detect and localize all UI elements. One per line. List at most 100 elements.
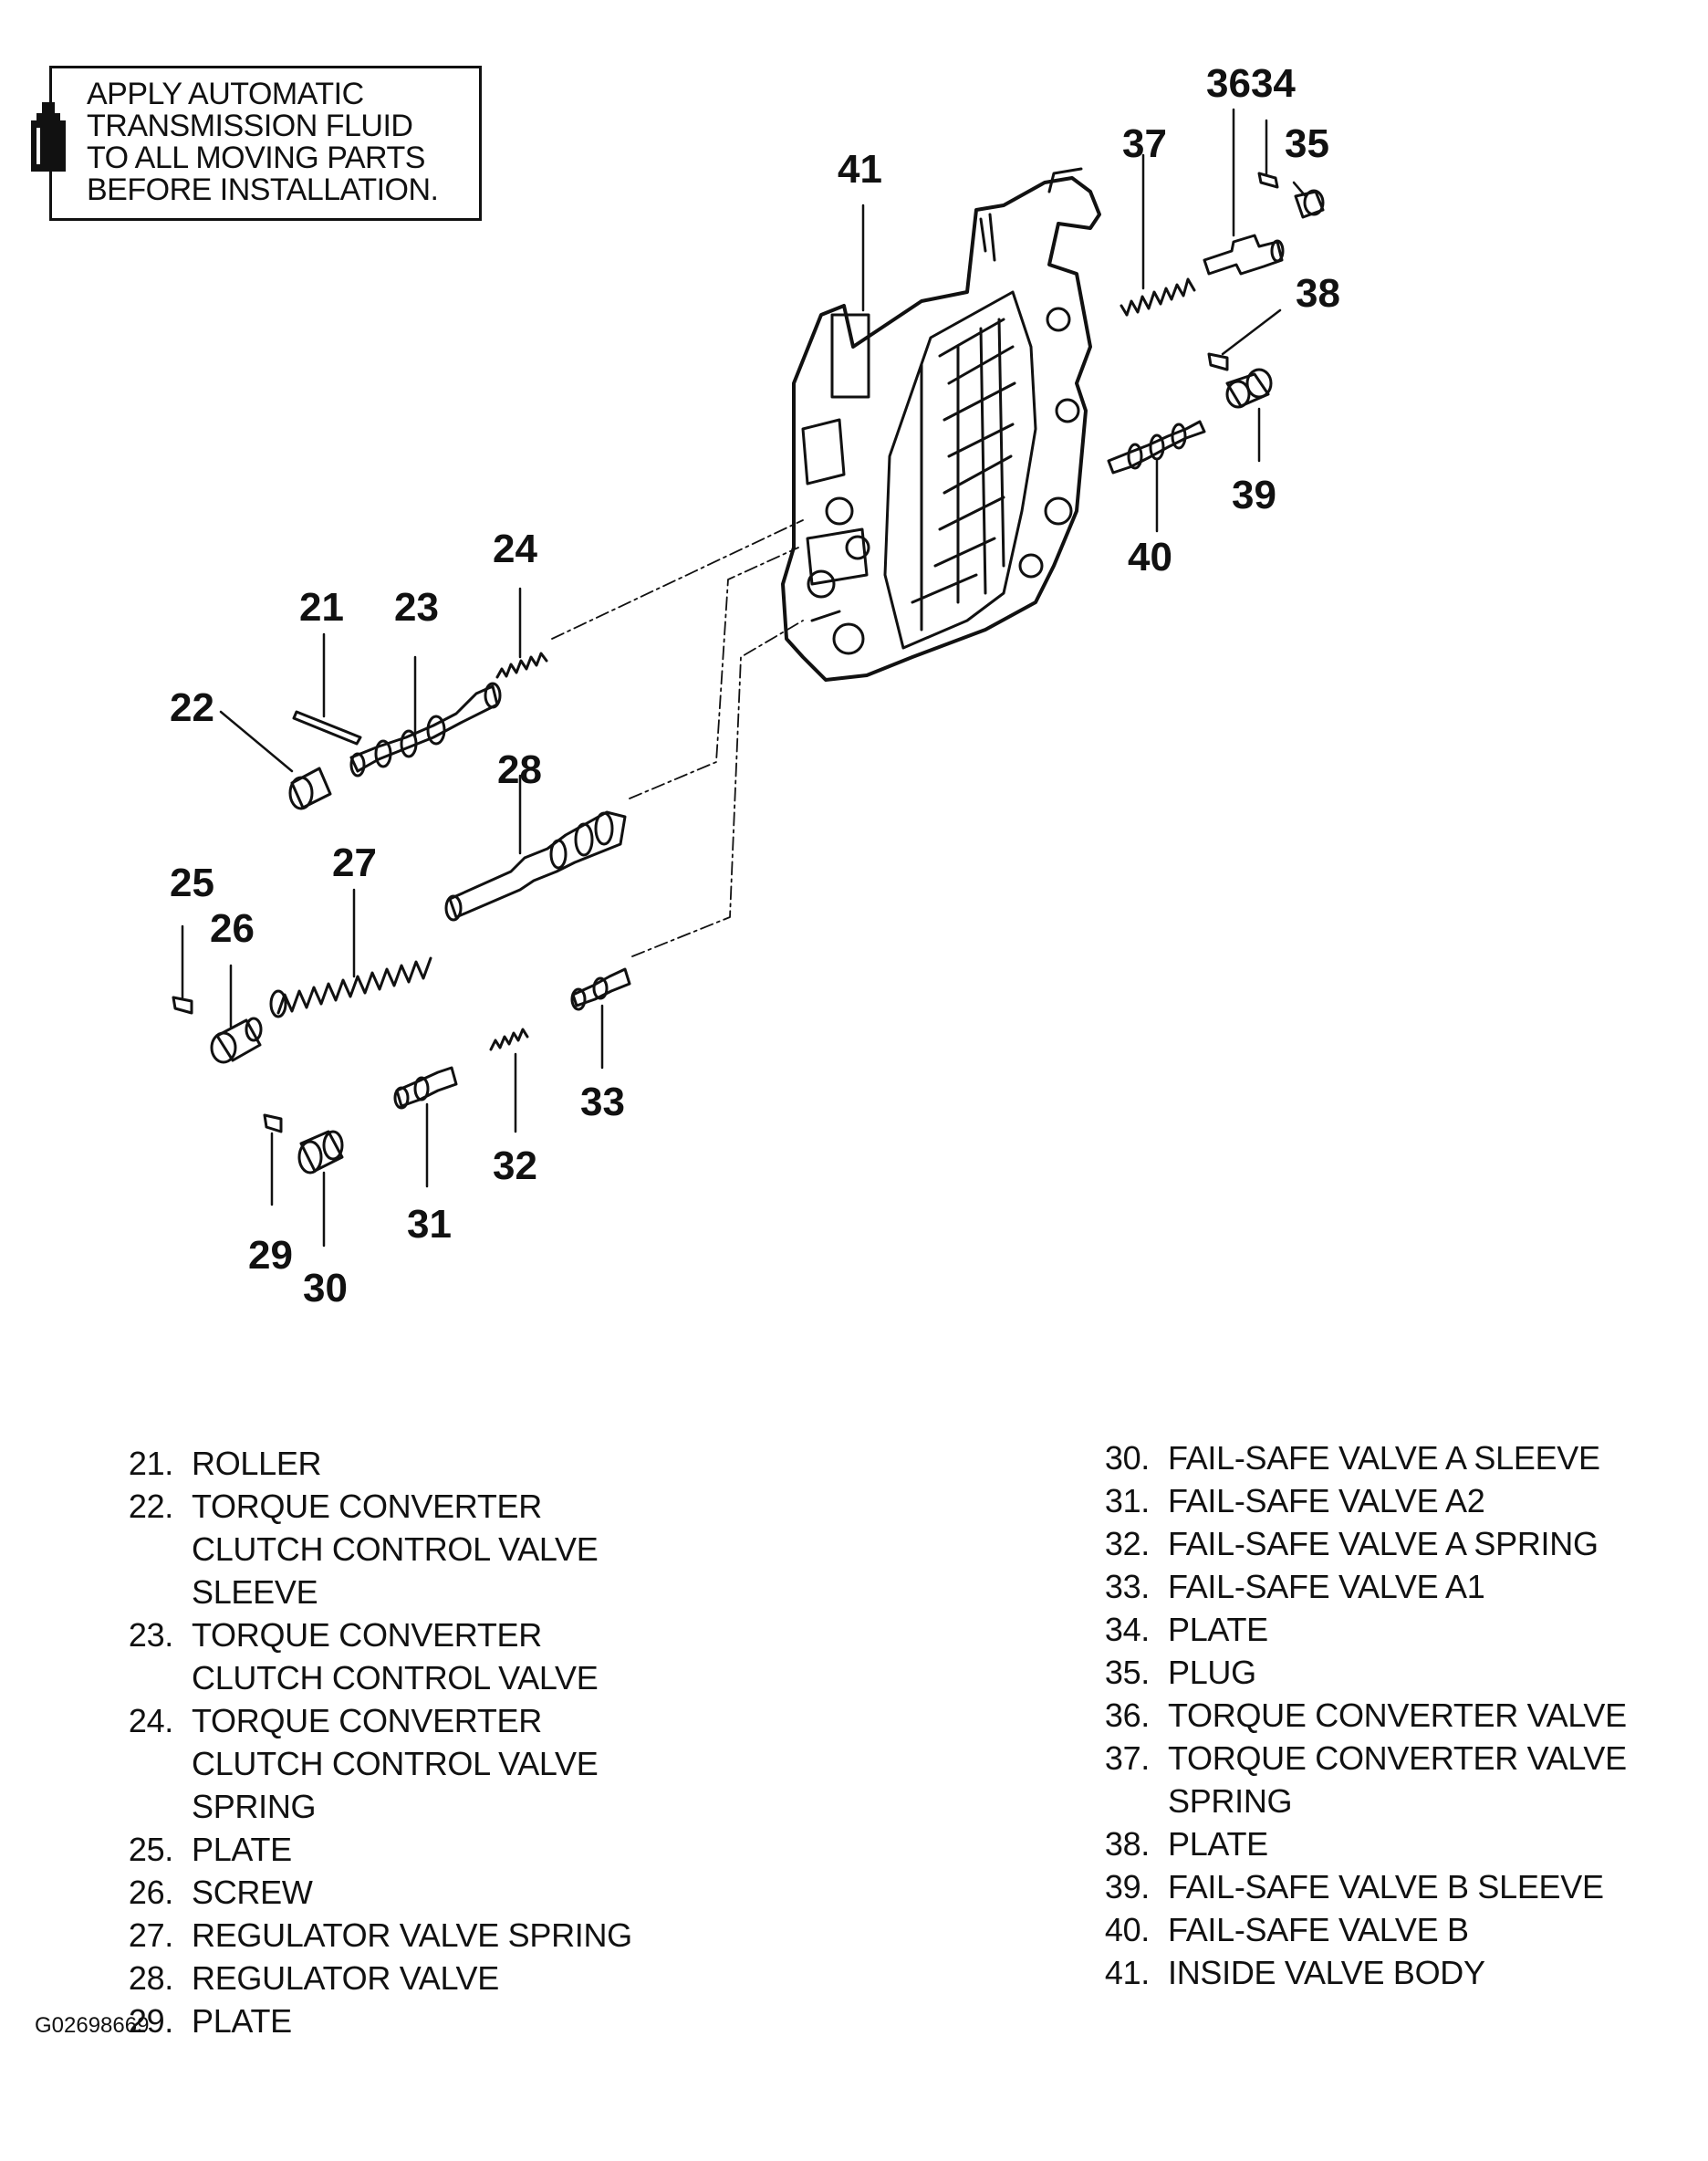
legend-number: 38. (1104, 1825, 1150, 1863)
legend-item: 30. FAIL-SAFE VALVE A SLEEVE (1077, 1436, 1697, 1479)
legend-number: 31. (1104, 1482, 1150, 1519)
callout-30: 30 (303, 1266, 348, 1310)
legend-label: REGULATOR VALVE SPRING (192, 1916, 632, 1954)
callout-3634: 3634 (1206, 61, 1296, 106)
legend-item: 24. TORQUE CONVERTER CLUTCH CONTROL VALVE S… (100, 1699, 739, 1828)
callout-29: 29 (248, 1233, 293, 1278)
torque-converter-clutch-control-valve-spring (495, 652, 548, 679)
legend-number: 26. (128, 1874, 173, 1911)
legend-item: 37. TORQUE CONVERTER VALVE SPRING (1077, 1737, 1697, 1822)
plate-29 (263, 1113, 283, 1133)
legend-item: 41.INSIDE VALVE BODY (1077, 1951, 1697, 1994)
roller (292, 710, 362, 746)
callout-24: 24 (493, 527, 537, 571)
legend-label: SPRING (192, 1788, 317, 1825)
legend-label: CLUTCH CONTROL VALVE (192, 1745, 599, 1782)
torque-converter-clutch-control-valve (349, 682, 502, 778)
callout-23: 23 (394, 585, 439, 630)
legend-item: 40. FAIL-SAFE VALVE B (1077, 1908, 1697, 1951)
legend-number: 30. (1104, 1439, 1150, 1477)
legend-label: FAIL-SAFE VALVE A SLEEVE (1168, 1439, 1600, 1477)
legend-item: 27. REGULATOR VALVE SPRING (100, 1914, 739, 1957)
callout-25: 25 (170, 861, 214, 905)
legend-number: 40. (1104, 1911, 1150, 1948)
legend-item: 36.TORQUE CONVERTER VALVE (1077, 1694, 1697, 1737)
legend-label: FAIL-SAFE VALVE A2 (1168, 1482, 1485, 1519)
plate-34 (1257, 172, 1279, 189)
legend-number: 39. (1104, 1868, 1150, 1905)
legend-number: 25. (128, 1831, 173, 1868)
legend-label: INSIDE VALVE BODY (1168, 1954, 1485, 1991)
fail-safe-valve-b-sleeve (1225, 368, 1273, 409)
legend-label: PLATE (1168, 1611, 1268, 1648)
legend-item: 28. REGULATOR VALVE (100, 1957, 739, 1999)
callout-40: 40 (1128, 535, 1172, 579)
callout-28: 28 (497, 747, 542, 792)
legend-item: 31. FAIL-SAFE VALVE A2 (1077, 1479, 1697, 1522)
fail-safe-valve-a1 (570, 967, 631, 1011)
legend-item: 34. PLATE (1077, 1608, 1697, 1651)
legend-label: CLUTCH CONTROL VALVE (192, 1659, 599, 1696)
fail-safe-valve-a-sleeve (297, 1130, 344, 1174)
legend-number: 27. (128, 1916, 173, 1954)
regulator-valve (444, 810, 627, 922)
legend-item: 29. PLATE (100, 1999, 739, 2042)
legend-number: 22. (128, 1488, 173, 1525)
callout-38: 38 (1296, 271, 1340, 316)
legend-label: TORQUE CONVERTER VALVE (1168, 1696, 1627, 1734)
legend-number: 34. (1104, 1611, 1150, 1648)
legend-label: TORQUE CONVERTER (192, 1488, 542, 1525)
legend-number: 33. (1104, 1568, 1150, 1605)
callout-37: 37 (1122, 121, 1167, 166)
legend-right: 30. FAIL-SAFE VALVE A SLEEVE 31. FAIL-SAFE … (1077, 1436, 1697, 1994)
legend-number: 35. (1104, 1654, 1150, 1691)
torque-converter-valve-spring (1120, 277, 1196, 317)
notice-text: APPLY AUTOMATIC TRANSMISSION FLUID TO AL… (87, 78, 439, 207)
notice-line: TRANSMISSION FLUID (87, 109, 413, 143)
legend-label: SCREW (192, 1874, 313, 1911)
legend-label: TORQUE CONVERTER (192, 1616, 542, 1654)
legend-item: 33.FAIL-SAFE VALVE A1 (1077, 1565, 1697, 1608)
fluid-bottle-icon (31, 102, 66, 172)
leader-lines (181, 108, 1307, 1248)
callout-35: 35 (1285, 121, 1329, 166)
legend-label: PLATE (192, 2002, 292, 2040)
legend-label: FAIL-SAFE VALVE A SPRING (1168, 1525, 1599, 1562)
callout-27: 27 (332, 840, 377, 885)
legend-label: PLUG (1168, 1654, 1256, 1691)
callout-21: 21 (299, 585, 344, 630)
callout-39: 39 (1232, 473, 1276, 517)
legend-item: 32. FAIL-SAFE VALVE A SPRING (1077, 1522, 1697, 1565)
plate-25 (172, 996, 193, 1015)
legend-label: PLATE (1168, 1825, 1268, 1863)
legend-label: SPRING (1168, 1782, 1293, 1820)
alignment-lines (551, 519, 804, 957)
legend-number: 37. (1104, 1739, 1150, 1777)
callout-33: 33 (580, 1080, 625, 1124)
legend-number: 28. (128, 1959, 173, 1997)
torque-converter-valve (1203, 234, 1285, 276)
legend-label: ROLLER (192, 1445, 322, 1482)
legend-label: FAIL-SAFE VALVE B (1168, 1911, 1469, 1948)
legend-label: TORQUE CONVERTER VALVE (1168, 1739, 1627, 1777)
legend-label: FAIL-SAFE VALVE B SLEEVE (1168, 1868, 1604, 1905)
legend-label: REGULATOR VALVE (192, 1959, 499, 1997)
legend-number: 24. (128, 1702, 173, 1739)
notice-line: BEFORE INSTALLATION. (87, 172, 439, 207)
fail-safe-valve-b (1107, 420, 1206, 475)
legend-item: 25. PLATE (100, 1828, 739, 1871)
legend-label: CLUTCH CONTROL VALVE (192, 1530, 599, 1568)
legend-number: 23. (128, 1616, 173, 1654)
legend-number: 32. (1104, 1525, 1150, 1562)
torque-converter-clutch-control-valve-sleeve (288, 767, 332, 810)
legend-number: 29. (128, 2002, 173, 2040)
regulator-valve-spring (276, 956, 432, 1015)
legend-item: 26. SCREW (100, 1871, 739, 1914)
figure-code: G02698669 (35, 2013, 150, 2038)
legend-item: 39. FAIL-SAFE VALVE B SLEEVE (1077, 1865, 1697, 1908)
legend-label: TORQUE CONVERTER (192, 1702, 542, 1739)
legend-label: PLATE (192, 1831, 292, 1868)
